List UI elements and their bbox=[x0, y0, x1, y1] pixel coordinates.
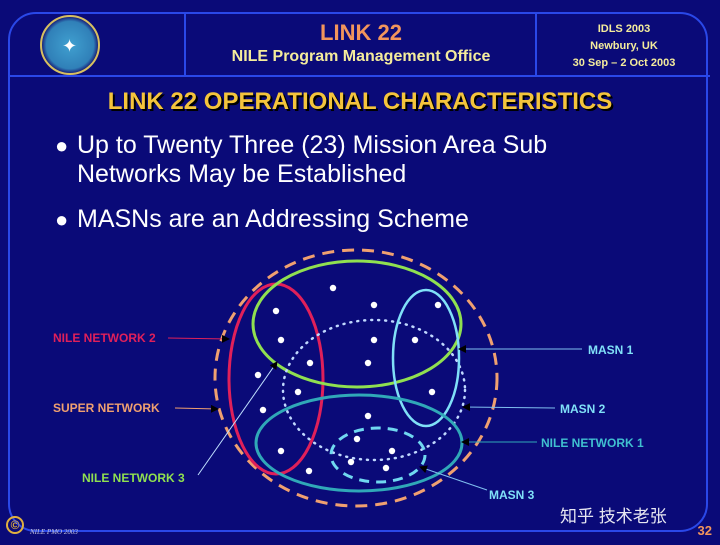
page-number: 32 bbox=[697, 523, 712, 538]
super-network-ellipse bbox=[213, 248, 499, 508]
bullet-icon: ● bbox=[55, 133, 69, 158]
network-node bbox=[370, 301, 378, 309]
bullet-text: Up to Twenty Three (23) Mission Area Sub bbox=[77, 131, 548, 159]
copyright-icon: © bbox=[6, 516, 24, 534]
link22-logo: ✦ bbox=[40, 15, 100, 75]
bullet-text: MASNs are an Addressing Scheme bbox=[77, 205, 469, 233]
nile-network-3-ellipse bbox=[251, 259, 463, 389]
watermark: 知乎 技术老张 bbox=[560, 507, 667, 526]
event-location: Newbury, UK bbox=[590, 40, 658, 52]
network-node bbox=[364, 359, 372, 367]
network-node bbox=[411, 336, 419, 344]
masn-2-pointer bbox=[462, 403, 556, 412]
network-node bbox=[305, 467, 313, 475]
label-nile-network-1: NILE NETWORK 1 bbox=[541, 436, 644, 450]
network-node bbox=[259, 406, 267, 414]
label-masn-1: MASN 1 bbox=[588, 343, 634, 357]
slide-frame bbox=[8, 12, 708, 532]
compass-star-icon: ✦ bbox=[62, 36, 78, 56]
header-subtitle: NILE Program Management Office bbox=[231, 48, 491, 65]
footer-credit: NILE PMO 2003 bbox=[30, 528, 78, 536]
network-node bbox=[382, 464, 390, 472]
label-masn-2: MASN 2 bbox=[560, 402, 606, 416]
bullet-text: Networks May be Established bbox=[77, 160, 407, 188]
network-nodes bbox=[254, 284, 442, 475]
network-node bbox=[272, 307, 280, 315]
network-node bbox=[277, 447, 285, 455]
event-name: IDLS 2003 bbox=[597, 23, 651, 35]
masn-1-ellipse bbox=[391, 288, 461, 428]
network-node bbox=[364, 412, 372, 420]
masn-2-ellipse bbox=[281, 318, 467, 462]
network-node bbox=[388, 447, 396, 455]
network-node bbox=[306, 359, 314, 367]
label-nile-network-3: NILE NETWORK 3 bbox=[82, 471, 185, 485]
header-divider bbox=[8, 75, 710, 77]
network-node bbox=[434, 301, 442, 309]
event-info: IDLS 2003 Newbury, UK 30 Sep – 2 Oct 200… bbox=[540, 21, 708, 72]
event-dates: 30 Sep – 2 Oct 2003 bbox=[572, 57, 676, 69]
network-node bbox=[370, 336, 378, 344]
nile-network-1-ellipse bbox=[254, 393, 464, 493]
super-network-pointer bbox=[174, 404, 219, 413]
network-node bbox=[277, 336, 285, 344]
label-masn-3: MASN 3 bbox=[489, 488, 535, 502]
header-title: LINK 22 bbox=[320, 20, 402, 45]
slide-title: LINK 22 OPERATIONAL CHARACTERISTICS bbox=[107, 88, 613, 115]
header-divider-right bbox=[535, 12, 537, 76]
masn-3-pointer bbox=[419, 465, 488, 491]
bullet-icon: ● bbox=[55, 207, 69, 232]
nile-network-3-pointer bbox=[197, 361, 278, 476]
header-divider-left bbox=[184, 12, 186, 76]
nile-network-2-pointer bbox=[167, 334, 230, 343]
network-node bbox=[428, 388, 436, 396]
masn-3-ellipse bbox=[329, 426, 427, 484]
network-node bbox=[294, 388, 302, 396]
network-node bbox=[347, 458, 355, 466]
network-node bbox=[254, 371, 262, 379]
network-node bbox=[353, 435, 361, 443]
network-node bbox=[329, 284, 337, 292]
label-super-network: SUPER NETWORK bbox=[53, 401, 160, 415]
label-nile-network-2: NILE NETWORK 2 bbox=[53, 331, 156, 345]
